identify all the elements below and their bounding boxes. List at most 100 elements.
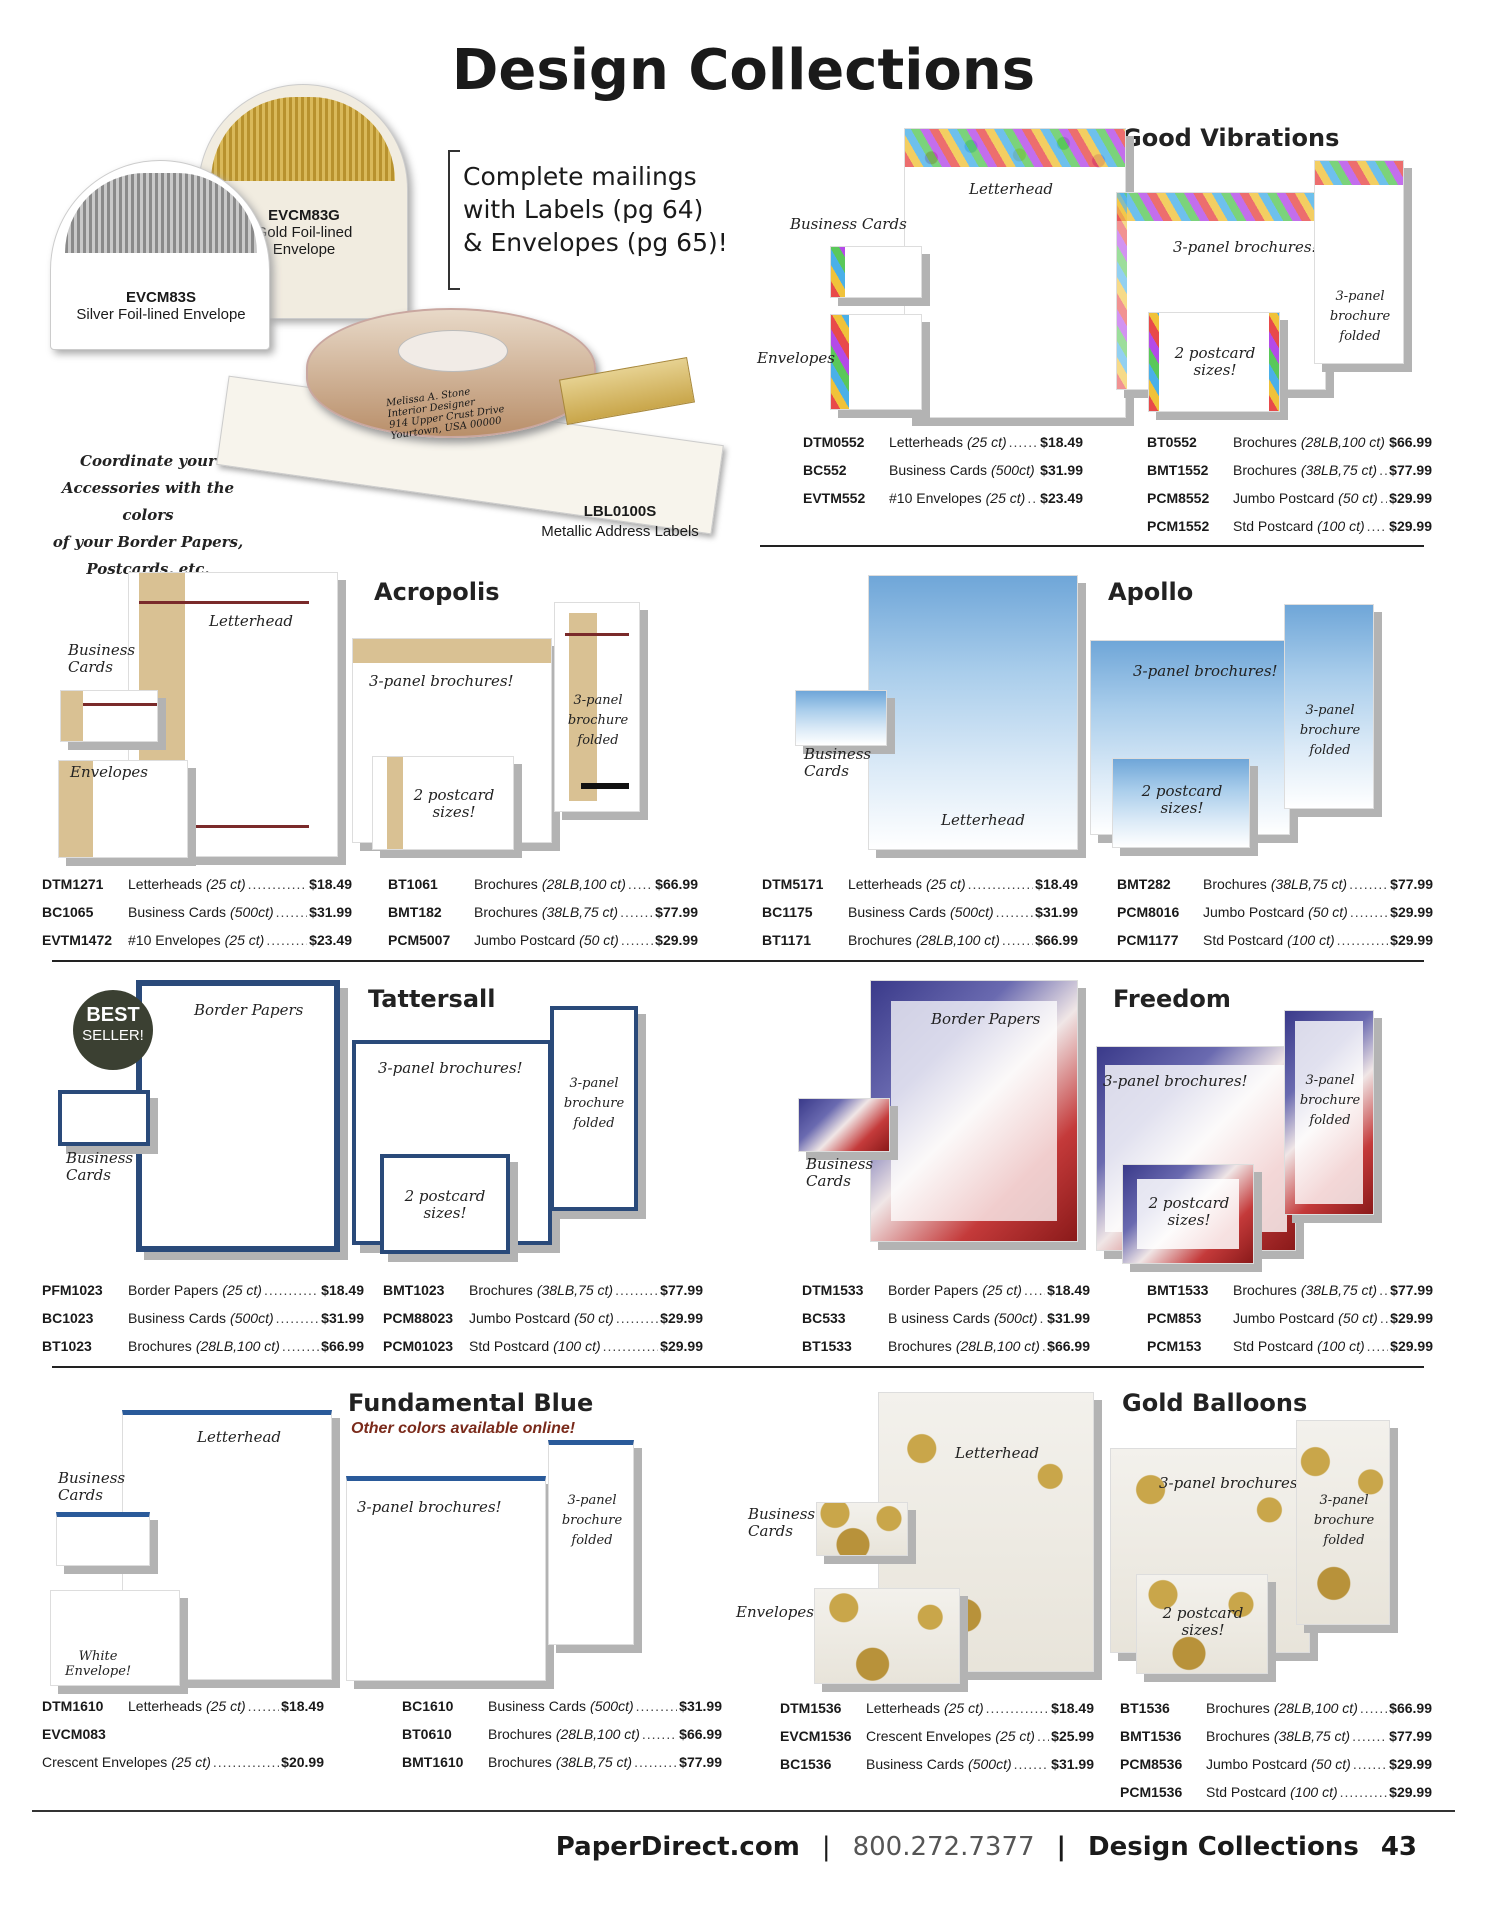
product-price: $77.99 (679, 1754, 722, 1770)
product-sku: BT1061 (388, 876, 438, 892)
product-description: Business Cards (128, 1310, 227, 1326)
product-sku: DTM0552 (803, 434, 865, 450)
gb-brochures-label: 3-panel brochures! (1159, 1474, 1304, 1492)
product-sku: BT0610 (402, 1726, 452, 1742)
fb-left-line3-price: $20.99 (281, 1754, 324, 1770)
product-description: Business Cards (848, 904, 947, 920)
apollo-post-1: 2 postcard (1141, 782, 1223, 800)
product-sku: BC1610 (402, 1698, 454, 1714)
acro-envelope (58, 760, 188, 858)
callout-line-2: with Labels (pg 64) (463, 195, 704, 224)
product-description: Jumbo Postcard (1203, 904, 1305, 920)
product-price: $29.99 (1389, 518, 1432, 534)
product-quantity: (25 ct) (925, 876, 966, 892)
freedom-folded-1: 3-panel (1305, 1073, 1355, 1088)
acro-folded-2: brochure (567, 713, 629, 728)
acro-business-card (60, 690, 158, 742)
tatt-business-word: Business (66, 1149, 134, 1167)
product-description: Letterheads (848, 876, 922, 892)
product-quantity: (38LB,75 ct) (1270, 876, 1348, 892)
product-quantity: (28LB,100 ct) (955, 1338, 1040, 1354)
product-quantity: (500ct) (590, 1698, 634, 1714)
apollo-folded-1: 3-panel (1305, 703, 1355, 718)
product-description: Brochures (474, 876, 538, 892)
best-seller-badge: BEST SELLER! (73, 990, 153, 1070)
product-quantity: (100 ct) (1317, 1338, 1365, 1354)
product-sku: PCM8536 (1120, 1756, 1183, 1772)
product-description: Brochures (1206, 1728, 1270, 1744)
gb-letterhead-label: Letterhead (955, 1444, 1040, 1462)
gv-folded-1: 3-panel (1335, 289, 1385, 304)
gb-post-1: 2 postcard (1162, 1604, 1244, 1622)
footer-phone[interactable]: 800.272.7377 (852, 1832, 1035, 1862)
label-spool: Melissa A. Stone Interior Designer 914 U… (306, 308, 596, 442)
product-price: $18.49 (1035, 876, 1078, 892)
acropolis-title: Acropolis (374, 578, 500, 606)
product-description: Business Cards (488, 1698, 587, 1714)
footer-sep-1: | (821, 1832, 831, 1862)
product-sku: BC533 (802, 1310, 846, 1326)
product-quantity: (500ct) (230, 1310, 274, 1326)
product-quantity: (500ct) (230, 904, 274, 920)
product-quantity: (50 ct) (1311, 1756, 1351, 1772)
product-price: $29.99 (1390, 1338, 1433, 1354)
product-price: $77.99 (660, 1282, 703, 1298)
gold-envelope-name-1: Gold Foil-lined (255, 224, 353, 241)
freedom-title: Freedom (1113, 985, 1231, 1013)
tatt-folded-3: folded (573, 1116, 615, 1131)
footer-site-link[interactable]: PaperDirect.com (555, 1832, 800, 1862)
gold-envelope-name-2: Envelope (272, 241, 336, 258)
freedom-border-label: Border Papers (931, 1010, 1041, 1028)
table-row: EVTM1472#10 Envelopes(25 ct)............… (42, 926, 352, 954)
silver-envelope-sku: EVCM83S (125, 289, 197, 306)
product-sku: PCM88023 (383, 1310, 454, 1326)
product-price: $66.99 (321, 1338, 364, 1354)
tatt-border-label: Border Papers (194, 1001, 304, 1019)
product-sku: PCM153 (1147, 1338, 1202, 1354)
product-price: $25.99 (1051, 1728, 1094, 1744)
product-price: $29.99 (1390, 1310, 1433, 1326)
fb-brochure-open: 3-panel brochures! (346, 1476, 546, 1681)
product-quantity: (38LB,75 ct) (1273, 1728, 1351, 1744)
silver-envelope: EVCM83S Silver Foil-lined Envelope (50, 160, 270, 350)
fb-white-2: Envelope! (65, 1664, 132, 1679)
product-quantity: (500ct) (993, 1310, 1038, 1326)
product-description: Std Postcard (1206, 1784, 1287, 1800)
fb-folded-2: brochure (561, 1513, 623, 1528)
acro-post-2: sizes! (432, 803, 476, 822)
footer-sep-2: | (1056, 1832, 1067, 1862)
gv-business-card (830, 246, 922, 298)
rule-3 (52, 1366, 1424, 1368)
apollo-title: Apollo (1108, 578, 1194, 606)
fb-business-card (56, 1512, 150, 1566)
product-price: $18.49 (1051, 1700, 1094, 1716)
fundamental-blue-note: Other colors available online! (351, 1420, 576, 1437)
freedom-post-1: 2 postcard (1148, 1194, 1230, 1212)
product-quantity: (50 ct) (574, 1310, 614, 1326)
gold-balloons-title: Gold Balloons (1122, 1389, 1308, 1417)
product-price: $66.99 (1389, 1700, 1432, 1716)
product-sku: DTM1536 (780, 1700, 842, 1716)
